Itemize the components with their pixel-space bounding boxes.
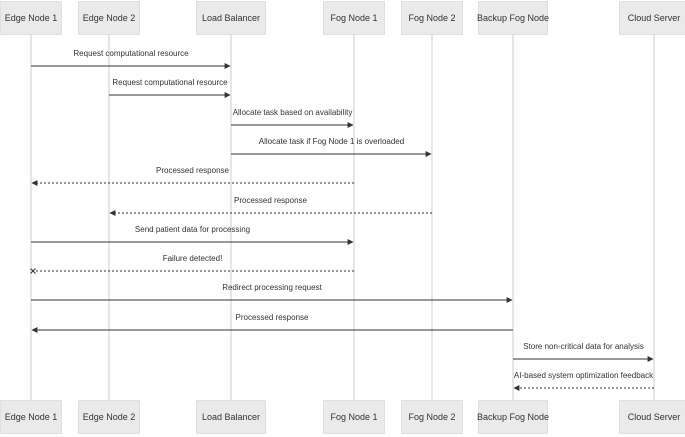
actor-bottom-fog-node-1: Fog Node 1 bbox=[323, 400, 385, 434]
actor-top-fog-node-1: Fog Node 1 bbox=[323, 1, 385, 35]
actor-top-edge-node-1: Edge Node 1 bbox=[0, 1, 62, 35]
message-label-2: Request computational resource bbox=[112, 78, 228, 87]
message-label-12: AI-based system optimization feedback bbox=[513, 371, 654, 380]
actor-top-fog-node-2: Fog Node 2 bbox=[401, 1, 463, 35]
message-label-3: Allocate task based on availability bbox=[232, 108, 353, 117]
message-label-1: Request computational resource bbox=[73, 49, 189, 58]
actor-bottom-edge-node-2: Edge Node 2 bbox=[78, 400, 140, 434]
message-label-8: Failure detected! bbox=[162, 254, 223, 263]
message-label-9: Redirect processing request bbox=[222, 283, 322, 292]
actor-top-cloud-server: Cloud Server bbox=[619, 1, 685, 35]
actor-top-edge-node-2: Edge Node 2 bbox=[78, 1, 140, 35]
message-label-10: Processed response bbox=[235, 313, 309, 322]
actor-bottom-backup-fog-node: Backup Fog Node bbox=[477, 400, 549, 434]
message-label-4: Allocate task if Fog Node 1 is overloade… bbox=[258, 137, 405, 146]
actor-top-load-balancer: Load Balancer bbox=[196, 1, 266, 35]
actor-bottom-edge-node-1: Edge Node 1 bbox=[0, 400, 62, 434]
actor-bottom-cloud-server: Cloud Server bbox=[619, 400, 685, 434]
message-label-5: Processed response bbox=[156, 166, 229, 175]
message-cross-8-1 bbox=[30, 268, 36, 274]
actor-bottom-fog-node-2: Fog Node 2 bbox=[401, 400, 463, 434]
message-label-7: Send patient data for processing bbox=[134, 225, 251, 234]
message-label-6: Processed response bbox=[234, 196, 307, 205]
actor-top-backup-fog-node: Backup Fog Node bbox=[477, 1, 549, 35]
message-label-11: Store non-critical data for analysis bbox=[523, 342, 644, 351]
actor-bottom-load-balancer: Load Balancer bbox=[196, 400, 266, 434]
